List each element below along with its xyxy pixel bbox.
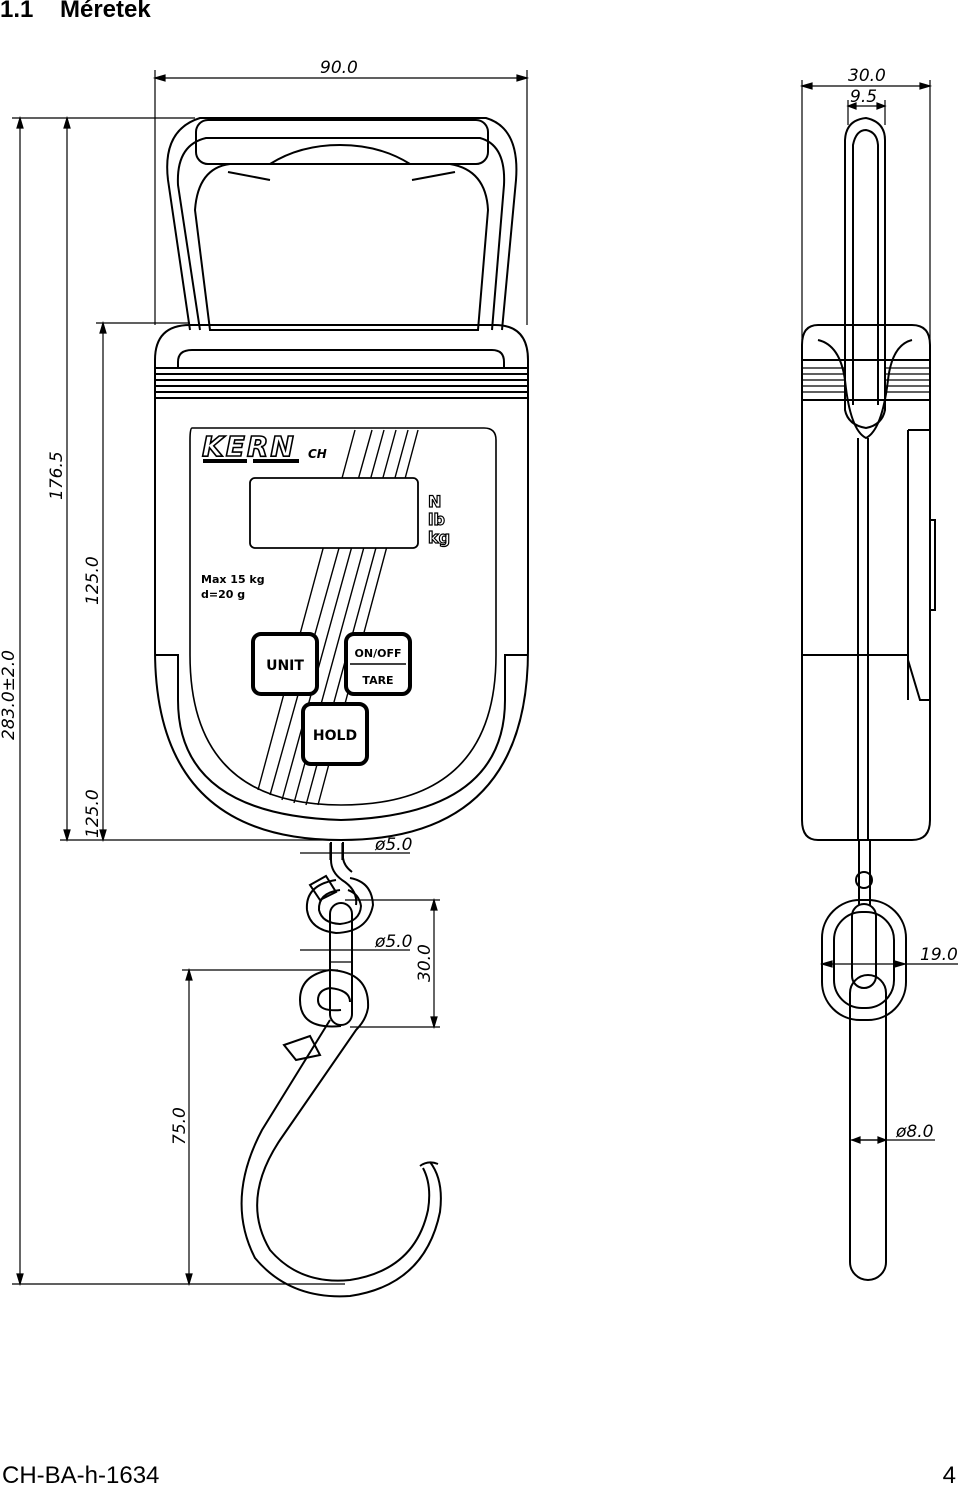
section-number: 1.1 [0,0,34,23]
section-title: Méretek [60,0,151,23]
dim-side-hook: ø8.0 [895,1122,933,1142]
brand-logo: KERN [202,430,296,463]
page-number: 4 [942,1462,956,1489]
brand-suffix: CH [308,447,327,461]
dim-side-handle: 9.5 [850,87,877,107]
front-view [154,117,529,842]
front-dimensions [12,70,530,1287]
dim-body-height-low: 125.0 [83,789,103,838]
on-off-button-label: ON/OFF [355,647,402,660]
unit-lb: lb [428,510,445,529]
dim-wire-top: ø5.0 [374,835,412,855]
document-id: CH-BA-h-1634 [2,1462,160,1489]
unit-n: N [428,492,441,511]
front-hook [240,842,442,1298]
dim-side-link: 19.0 [920,945,958,965]
unit-button-label: UNIT [266,658,304,674]
dim-side-depth: 30.0 [848,66,886,86]
section-heading: 1.1 Méretek [0,0,151,24]
tare-button-label: TARE [362,674,393,687]
capacity-max: Max 15 kg [201,573,265,586]
side-view [799,80,958,1281]
dim-link-length: 30.0 [415,944,435,982]
dim-hook-length: 75.0 [170,1107,190,1145]
unit-kg: kg [428,528,450,547]
hold-button-label: HOLD [313,728,357,744]
dim-body-height: 125.0 [83,556,103,605]
capacity-division: d=20 g [201,588,245,601]
dim-wire-link: ø5.0 [374,932,412,952]
dim-width-total: 90.0 [320,58,358,78]
dim-height-handle: 176.5 [47,451,67,500]
dim-height-total: 283.0±2.0 [0,650,19,740]
